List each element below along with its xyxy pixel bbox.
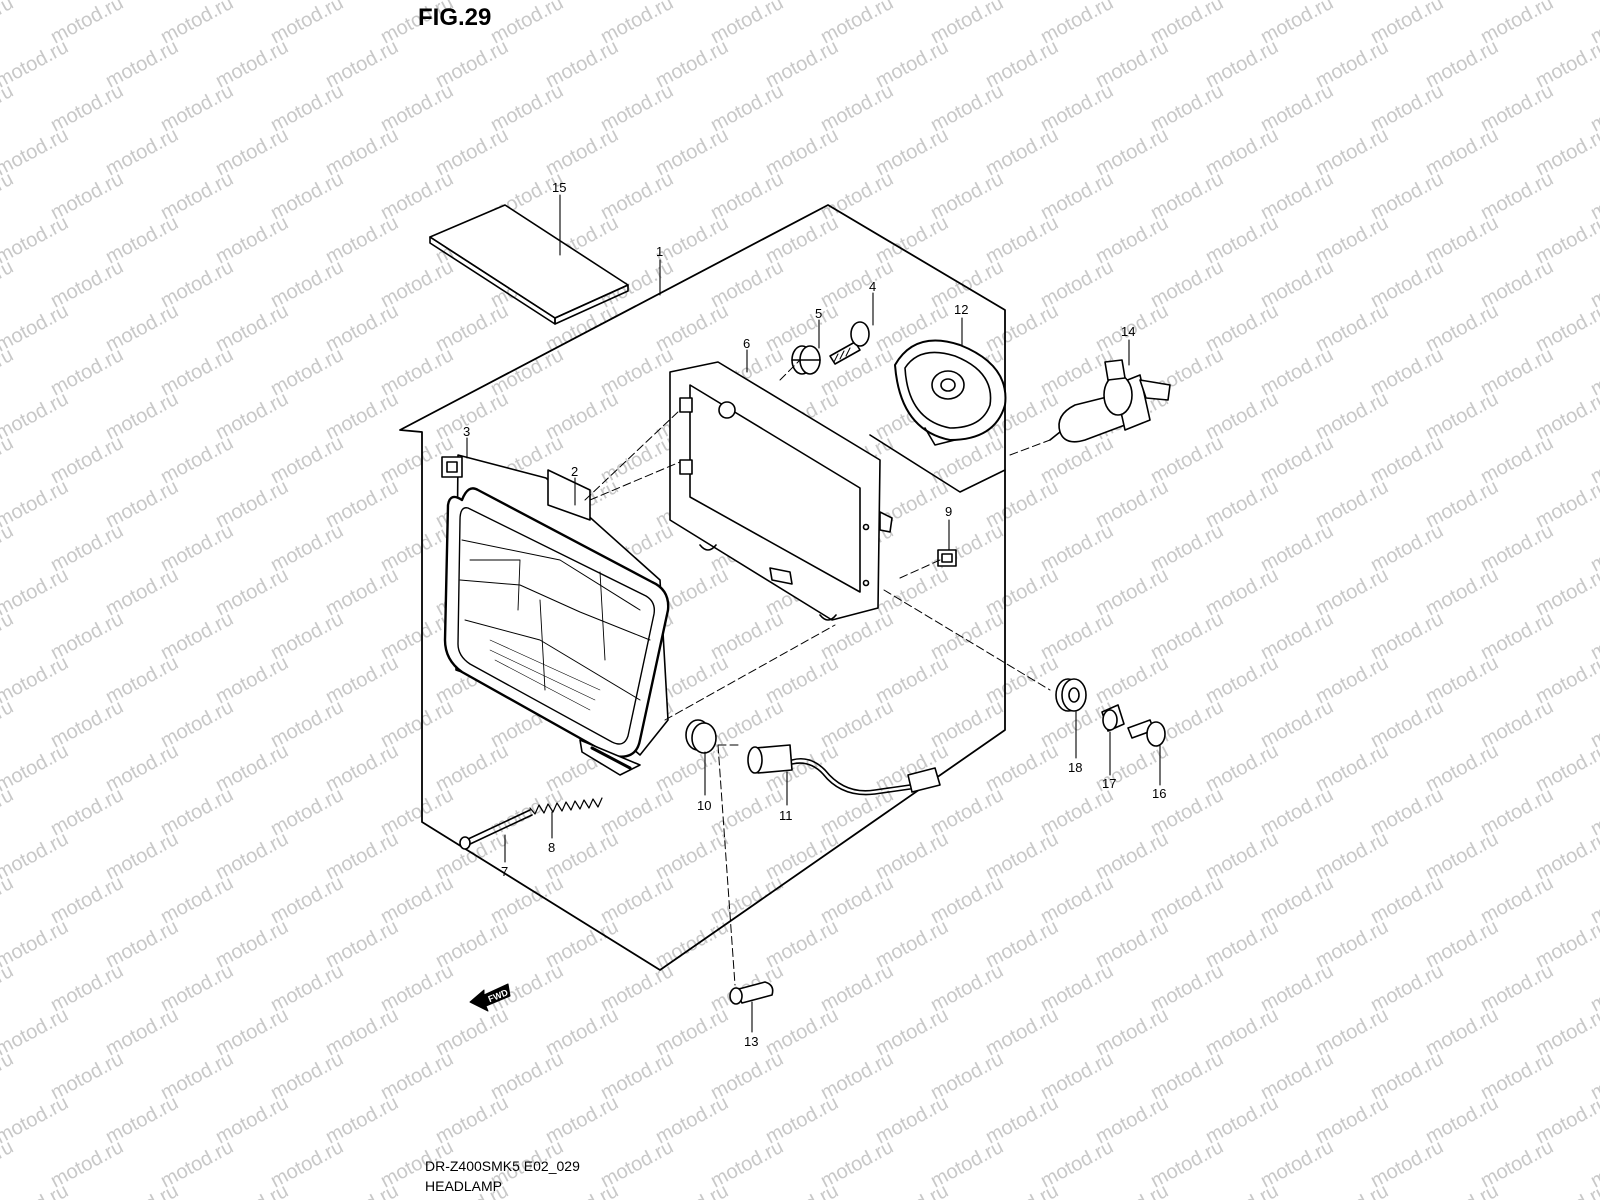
callout-10: 10 bbox=[697, 798, 711, 813]
callout-1: 1 bbox=[656, 244, 663, 259]
callout-3: 3 bbox=[463, 424, 470, 439]
fwd-label: FWD bbox=[487, 987, 510, 1004]
callout-9: 9 bbox=[945, 504, 952, 519]
callout-7: 7 bbox=[501, 864, 508, 879]
bolt-part-4 bbox=[829, 321, 870, 365]
assembly-lines bbox=[584, 359, 1051, 986]
callout-5: 5 bbox=[815, 306, 822, 321]
socket-cover-part bbox=[894, 339, 1007, 446]
callout-15: 15 bbox=[552, 180, 566, 195]
callout-18: 18 bbox=[1068, 760, 1082, 775]
callout-17: 17 bbox=[1102, 776, 1116, 791]
grommet-part-5 bbox=[791, 345, 821, 375]
model-code: DR-Z400SMK5 E02_029 bbox=[425, 1158, 580, 1174]
grommet-part-10 bbox=[685, 719, 717, 754]
assembly-outline-inner bbox=[869, 434, 1006, 493]
callout-16: 16 bbox=[1152, 786, 1166, 801]
spring-part bbox=[529, 797, 603, 815]
figure-title: FIG.29 bbox=[418, 4, 492, 31]
headlamp-unit-part bbox=[443, 454, 670, 776]
forward-direction-arrow: FWD bbox=[469, 983, 511, 1012]
wedge-bulb-part bbox=[729, 981, 774, 1005]
headlamp-frame-part bbox=[669, 361, 893, 621]
grommet-part-18 bbox=[1055, 678, 1087, 712]
callout-13: 13 bbox=[744, 1034, 758, 1049]
collar-part-17 bbox=[1101, 704, 1125, 732]
clip-nut-part bbox=[441, 456, 463, 478]
callout-2: 2 bbox=[571, 464, 578, 479]
headlight-bulb-part bbox=[1049, 359, 1171, 443]
label-sticker-part bbox=[429, 204, 629, 325]
callout-6: 6 bbox=[743, 336, 750, 351]
bolt-part-16 bbox=[1127, 719, 1166, 747]
position-socket-harness-part bbox=[747, 744, 941, 796]
leader-lines bbox=[466, 194, 1161, 1033]
diagram-name: HEADLAMP bbox=[425, 1178, 503, 1194]
callout-14: 14 bbox=[1121, 324, 1135, 339]
callout-12: 12 bbox=[954, 302, 968, 317]
clip-nut-part-9 bbox=[937, 549, 957, 567]
callout-numbers: 15 1 2 3 4 5 6 12 14 9 18 17 16 10 11 8 … bbox=[463, 180, 1166, 1049]
adjusting-screw-part bbox=[459, 809, 533, 850]
callout-11: 11 bbox=[779, 808, 793, 823]
callout-4: 4 bbox=[869, 279, 876, 294]
callout-8: 8 bbox=[548, 840, 555, 855]
